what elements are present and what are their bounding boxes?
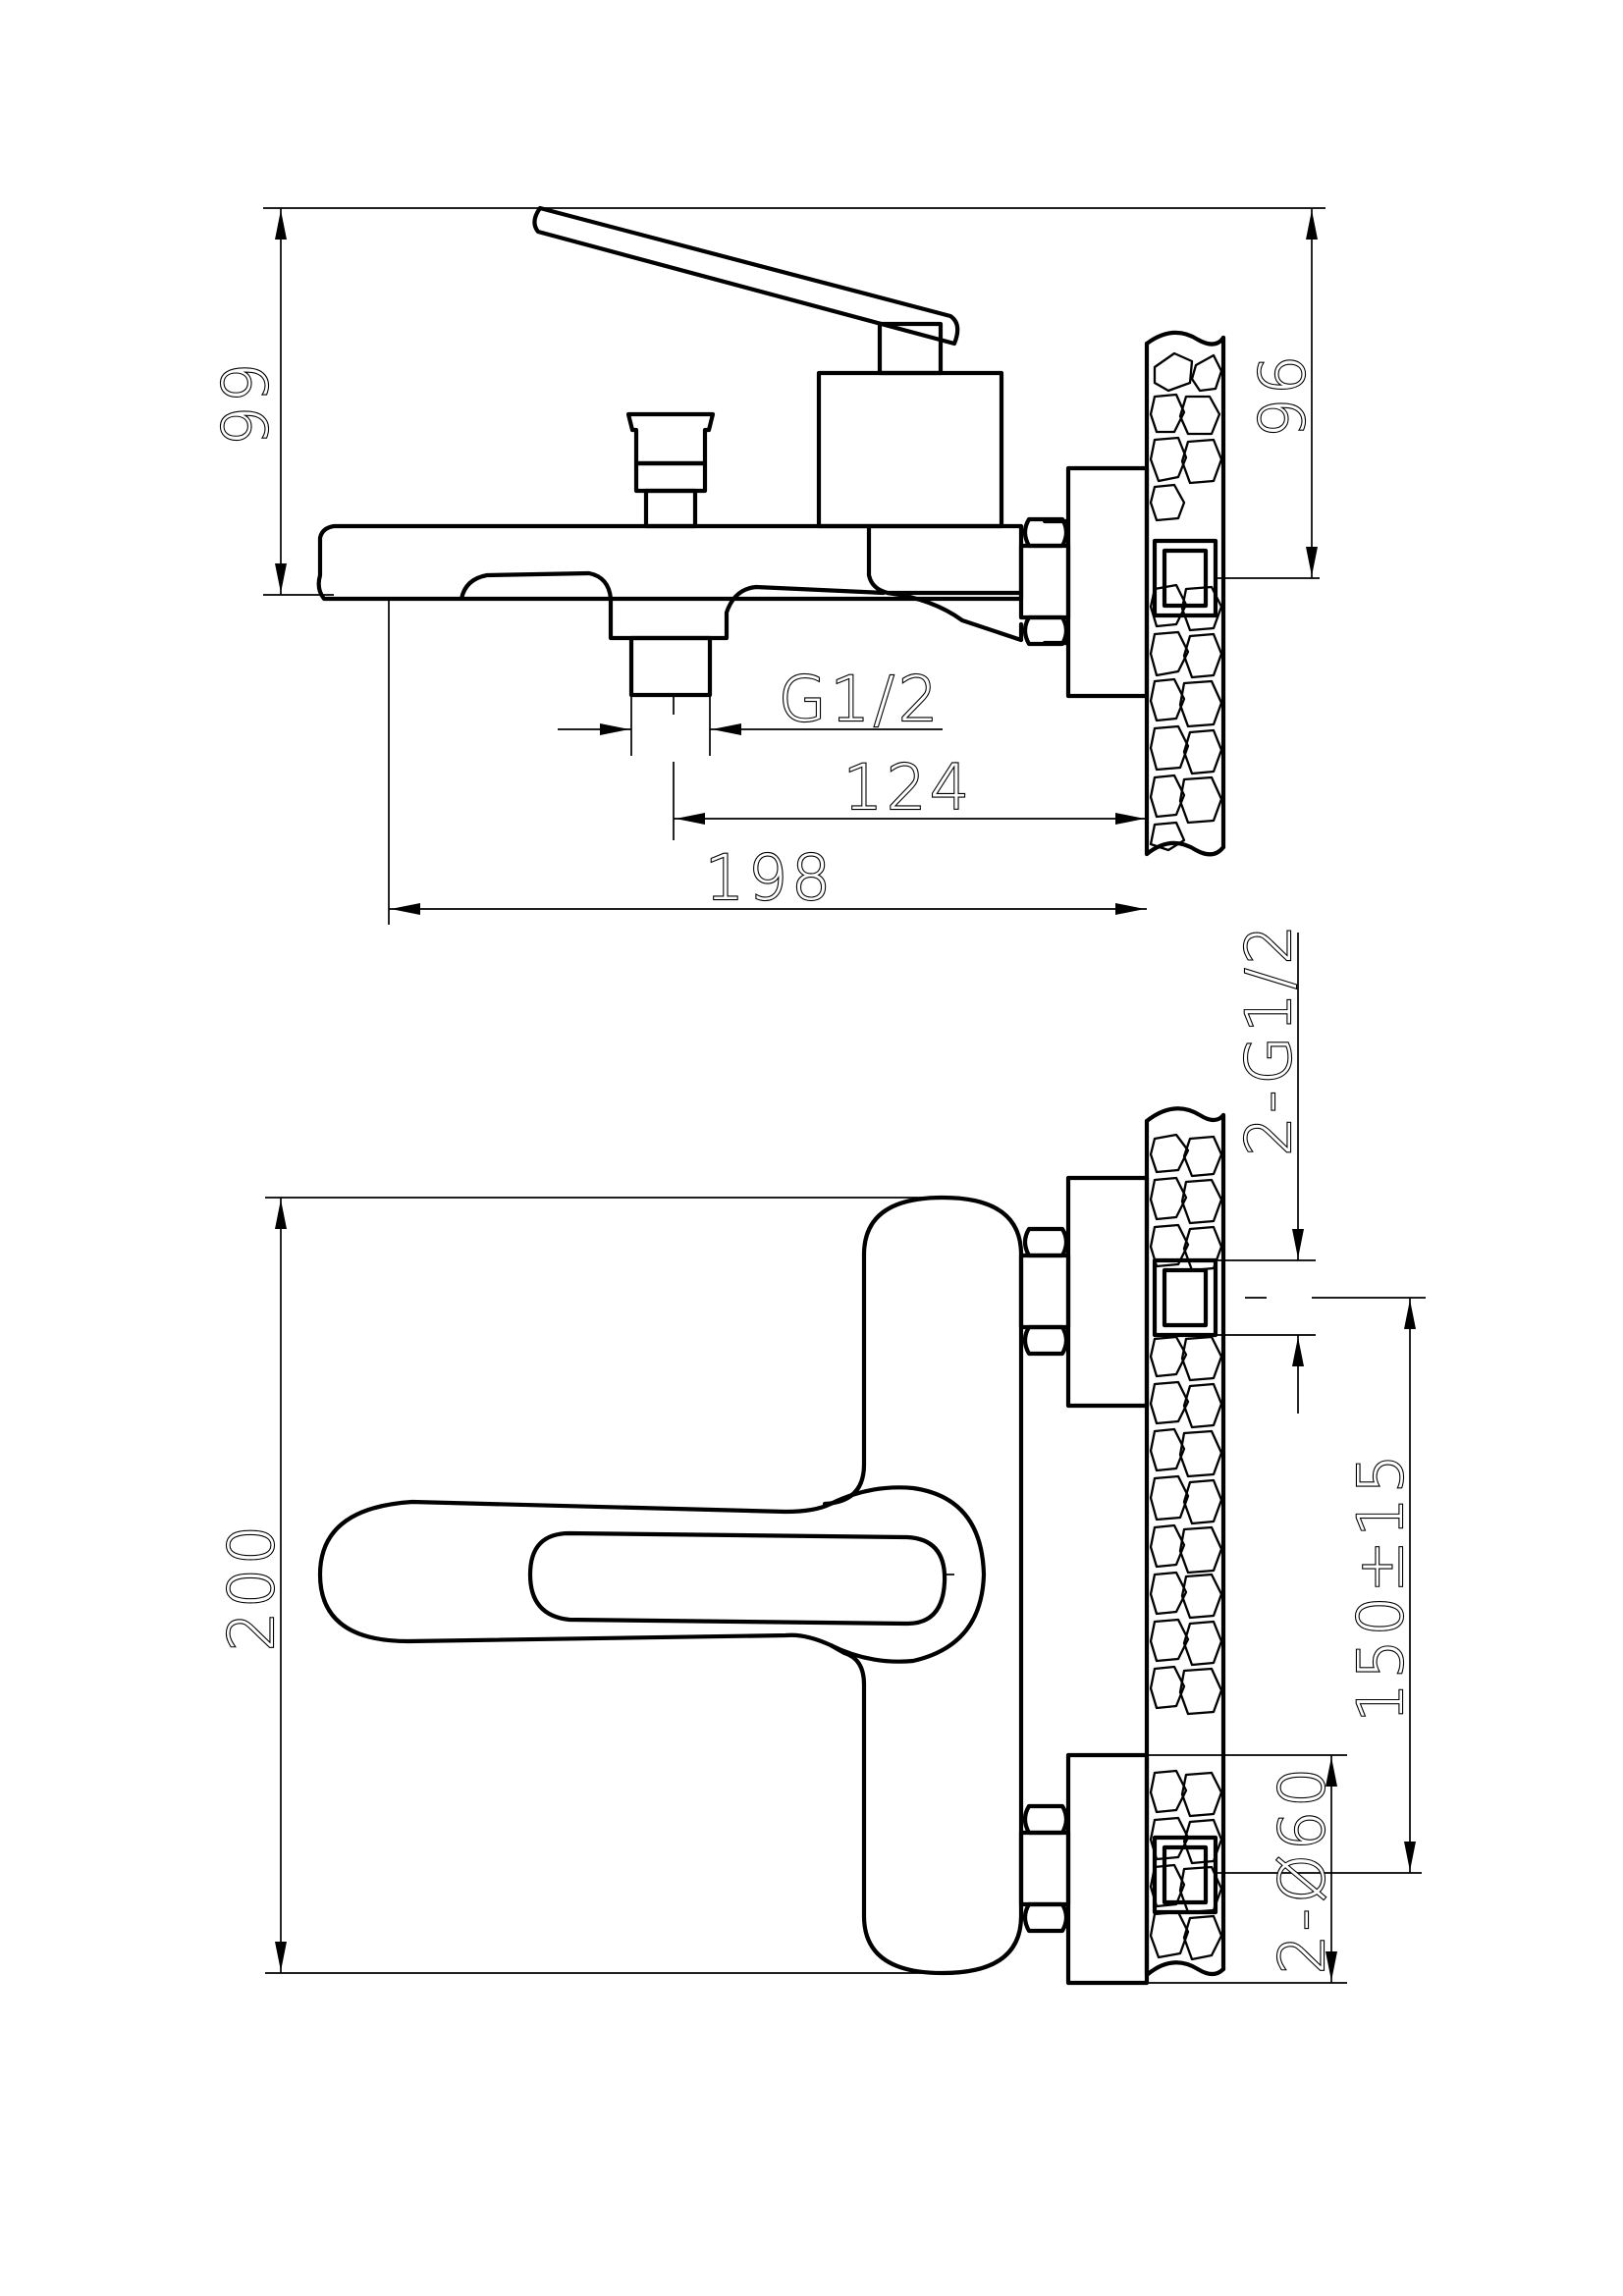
inlet-connector-lower <box>1152 1835 1422 1915</box>
dimension-overall-width: 200 <box>215 1197 943 1974</box>
inlet-connector-upper <box>1152 1257 1316 1338</box>
dimension-label-escutcheons: 2-Ø60 <box>1267 1764 1338 1974</box>
diverter-knob-side <box>625 411 716 529</box>
hex-nut-lower <box>1018 1803 1071 1934</box>
dimension-inlet-threads: 2-G1/2 <box>1232 920 1306 1414</box>
dimension-label-overall-width: 200 <box>216 1522 288 1651</box>
mixer-body-top <box>822 1195 1024 1976</box>
escutcheon-lower <box>1065 1752 1150 1986</box>
mixer-body-side <box>316 523 1024 715</box>
cartridge-housing-side <box>816 321 1004 529</box>
dimension-label-overall-depth: 198 <box>705 842 835 914</box>
top-view: 200 2-G1/2 150±15 2-Ø60 <box>215 920 1426 1986</box>
dimension-height-to-inlet: 96 <box>1246 208 1320 578</box>
side-view: 99 96 G1/2 124 <box>209 205 1325 925</box>
wall-section-side <box>1144 330 1226 857</box>
inlet-connector-side <box>1152 538 1320 618</box>
dimension-label-outlet-to-wall: 124 <box>843 752 973 824</box>
dimension-inlet-centres: 150±15 <box>1312 1297 1426 1873</box>
dimension-outlet-to-wall: 124 <box>673 751 1147 840</box>
dimension-overall-height: 99 <box>209 207 1325 596</box>
wall-section-top <box>1144 1106 1226 1978</box>
dimension-outlet-thread: G1/2 <box>558 663 943 756</box>
escutcheon-upper <box>1065 1175 1150 1409</box>
lever-handle-top <box>317 1485 987 1664</box>
hex-nut-side <box>1018 516 1071 647</box>
dimension-label-overall-height: 99 <box>210 359 282 446</box>
dimension-overall-depth: 198 <box>388 601 1147 925</box>
dimension-label-inlet-centres: 150±15 <box>1345 1450 1417 1722</box>
lever-handle-side <box>532 205 960 347</box>
hex-nut-upper <box>1018 1226 1071 1357</box>
escutcheon-side <box>1042 465 1150 699</box>
dimension-escutcheons: 2-Ø60 <box>1147 1754 1347 1984</box>
dimension-label-height-to-inlet: 96 <box>1247 351 1319 438</box>
dimension-label-outlet-thread: G1/2 <box>779 664 942 735</box>
dimension-label-inlet-threads: 2-G1/2 <box>1233 921 1305 1155</box>
